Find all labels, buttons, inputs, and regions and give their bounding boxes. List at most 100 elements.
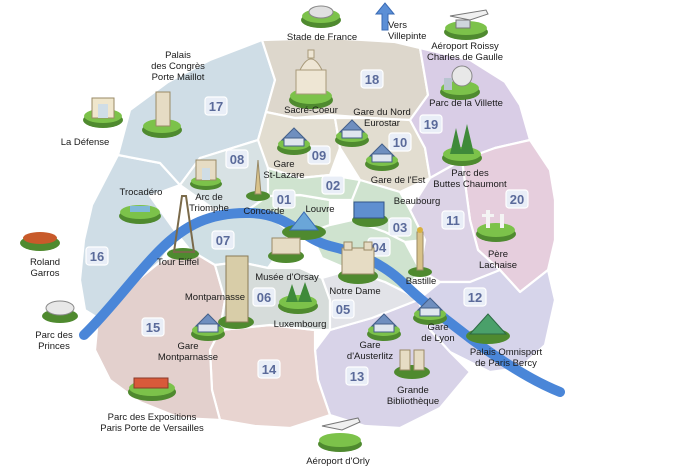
station-icon-austerlitz bbox=[367, 313, 401, 341]
district-number-01: 01 bbox=[272, 189, 296, 209]
svg-text:02: 02 bbox=[326, 178, 340, 193]
district-number-08: 08 bbox=[225, 149, 249, 169]
park-trees-icon-luxembourg bbox=[278, 282, 318, 314]
montparnasse-tower-icon bbox=[218, 255, 254, 329]
beaubourg-icon bbox=[352, 201, 388, 227]
label-concorde: Concorde bbox=[243, 206, 284, 217]
tennis-court-icon bbox=[20, 232, 60, 251]
label-montparnasse: Montparnasse bbox=[185, 292, 245, 303]
park-trees-icon-buttes bbox=[442, 124, 482, 166]
svg-text:08: 08 bbox=[230, 152, 244, 167]
stade-icon bbox=[301, 5, 341, 28]
airplane-icon-roissy bbox=[444, 9, 489, 40]
station-icon-lyon bbox=[413, 297, 447, 325]
district-number-13: 13 bbox=[345, 366, 369, 386]
label-musee-d-orsay: Musée d'Orsay bbox=[255, 272, 319, 283]
svg-text:04: 04 bbox=[372, 240, 387, 255]
label-la-defense: La Défense bbox=[61, 137, 110, 148]
district-number-02: 02 bbox=[321, 175, 345, 195]
district-number-18: 18 bbox=[360, 69, 384, 89]
district-numbers: 01 02 03 04 05 06 07 08 09 10 11 12 13 1… bbox=[85, 69, 529, 386]
notre-dame-icon bbox=[338, 241, 378, 284]
district-number-10: 10 bbox=[388, 132, 412, 152]
label-louvre: Louvre bbox=[305, 204, 334, 215]
label-sacre-coeur: Sacré-Coeur bbox=[284, 105, 338, 116]
bercy-arena-icon bbox=[466, 313, 510, 344]
obelisk-icon bbox=[246, 159, 270, 201]
cemetery-icon bbox=[476, 210, 516, 242]
station-icon-st-lazare bbox=[277, 127, 311, 155]
district-number-14: 14 bbox=[257, 359, 281, 379]
label-notre-dame: Notre Dame bbox=[329, 286, 380, 297]
svg-text:10: 10 bbox=[393, 135, 407, 150]
eiffel-tower-icon bbox=[167, 195, 199, 260]
svg-text:20: 20 bbox=[510, 192, 524, 207]
station-icon-montparnasse bbox=[191, 313, 225, 341]
exhibition-icon bbox=[128, 377, 176, 401]
label-tour-eiffel: Tour Eiffel bbox=[157, 257, 199, 268]
landmark-icons bbox=[20, 2, 516, 452]
district-number-11: 11 bbox=[441, 210, 465, 230]
airplane-icon-orly bbox=[318, 417, 362, 452]
arrow-up-icon bbox=[374, 2, 396, 31]
arc-de-triomphe-icon bbox=[190, 159, 222, 190]
trocadero-icon bbox=[119, 205, 161, 224]
svg-text:16: 16 bbox=[90, 249, 104, 264]
label-trocadero: Trocadéro bbox=[120, 187, 163, 198]
label-beaubourg: Beaubourg bbox=[394, 196, 440, 207]
basilica-icon bbox=[289, 49, 333, 109]
geode-icon bbox=[440, 65, 480, 100]
bastille-column-icon bbox=[408, 227, 432, 277]
district-number-12: 12 bbox=[463, 287, 487, 307]
grande-arche-icon bbox=[83, 97, 123, 128]
svg-text:12: 12 bbox=[468, 290, 482, 305]
label-villette: Parc de la Villette bbox=[429, 98, 503, 109]
district-number-09: 09 bbox=[307, 145, 331, 165]
svg-text:15: 15 bbox=[146, 320, 160, 335]
svg-text:03: 03 bbox=[393, 220, 407, 235]
svg-text:11: 11 bbox=[446, 213, 460, 228]
stadium-icon-princes bbox=[42, 300, 78, 323]
district-number-19: 19 bbox=[419, 114, 443, 134]
congress-tower-icon bbox=[142, 91, 182, 138]
svg-text:14: 14 bbox=[262, 362, 277, 377]
district-number-17: 17 bbox=[204, 96, 228, 116]
svg-text:13: 13 bbox=[350, 369, 364, 384]
station-icon-nord bbox=[335, 119, 369, 147]
label-gare-de-l-est: Gare de l'Est bbox=[371, 175, 426, 186]
label-luxembourg: Luxembourg bbox=[274, 319, 327, 330]
svg-text:09: 09 bbox=[312, 148, 326, 163]
district-number-06: 06 bbox=[252, 287, 276, 307]
svg-text:06: 06 bbox=[257, 290, 271, 305]
district-number-07: 07 bbox=[211, 230, 235, 250]
label-stade-de-france: Stade de France bbox=[287, 32, 357, 43]
district-number-05: 05 bbox=[331, 299, 355, 319]
svg-text:01: 01 bbox=[277, 192, 291, 207]
district-number-16: 16 bbox=[85, 246, 109, 266]
district-number-03: 03 bbox=[388, 217, 412, 237]
svg-text:05: 05 bbox=[336, 302, 350, 317]
station-icon-est bbox=[365, 143, 399, 171]
district-number-20: 20 bbox=[505, 189, 529, 209]
louvre-pyramid-icon bbox=[282, 211, 326, 240]
svg-text:07: 07 bbox=[216, 233, 230, 248]
museum-icon-orsay bbox=[268, 237, 304, 263]
svg-text:19: 19 bbox=[424, 117, 438, 132]
